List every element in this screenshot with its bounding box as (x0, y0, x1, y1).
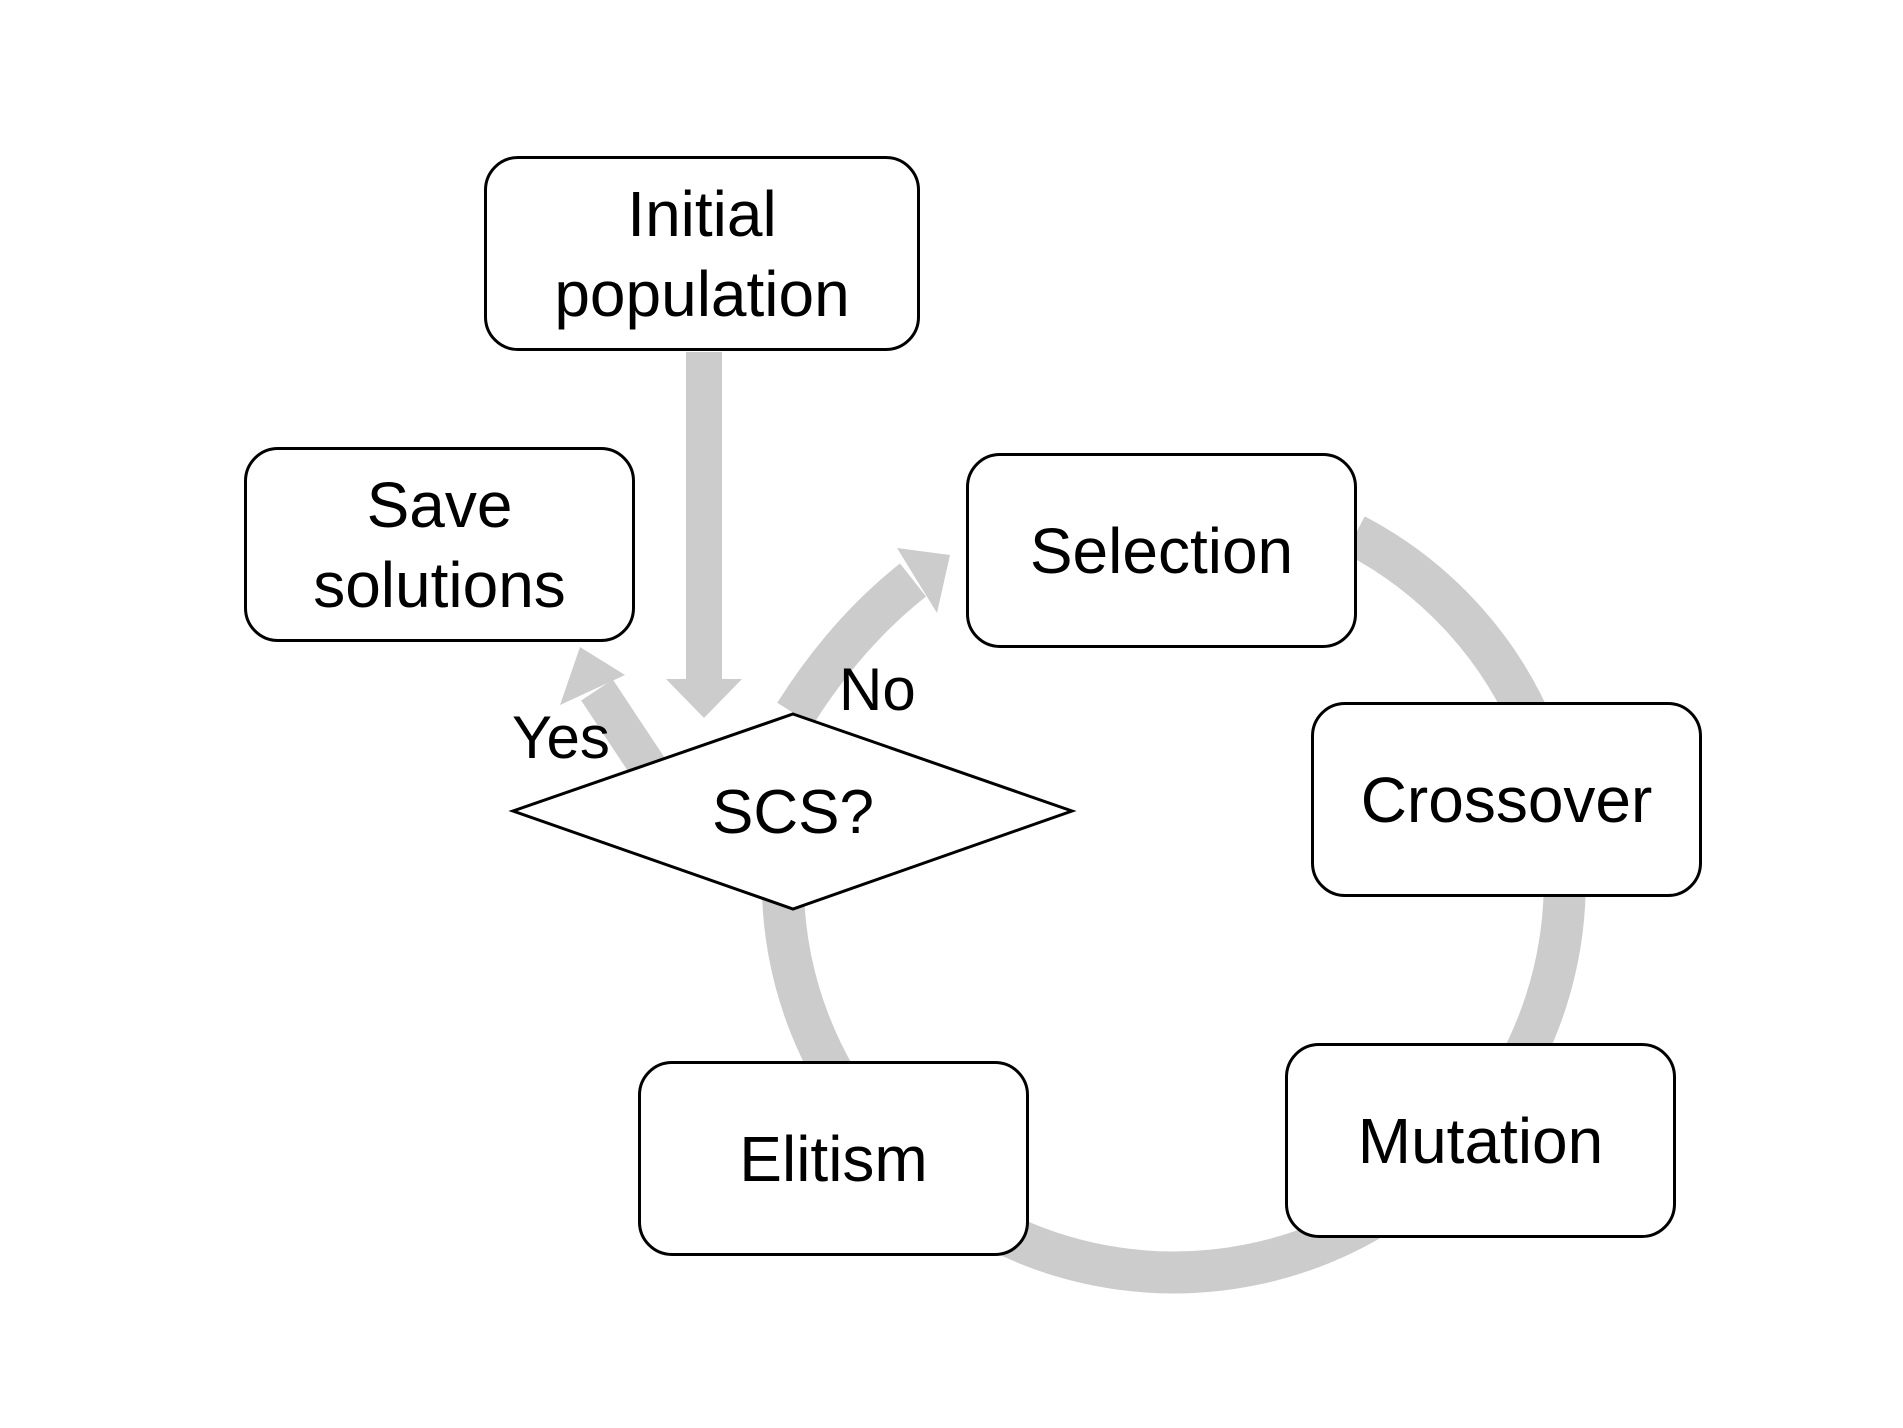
save-solutions-node: Save solutions (244, 447, 635, 642)
no-arrow-head (897, 548, 950, 613)
crossover-node: Crossover (1311, 702, 1702, 897)
yes-arrow-shaft (581, 679, 666, 781)
mutation-node: Mutation (1285, 1043, 1676, 1238)
decision-label: SCS? (712, 778, 874, 847)
no-arrow-shaft (777, 563, 927, 726)
init-arrow-shaft (686, 352, 722, 680)
yes-label: Yes (512, 704, 610, 771)
initial-population-node: Initial population (484, 156, 920, 351)
selection-node: Selection (966, 453, 1357, 648)
init-arrow-head (666, 679, 742, 718)
no-label: No (839, 656, 916, 723)
yes-arrow-head (560, 647, 625, 705)
decision-diamond (508, 712, 1077, 911)
elitism-node: Elitism (638, 1061, 1029, 1256)
